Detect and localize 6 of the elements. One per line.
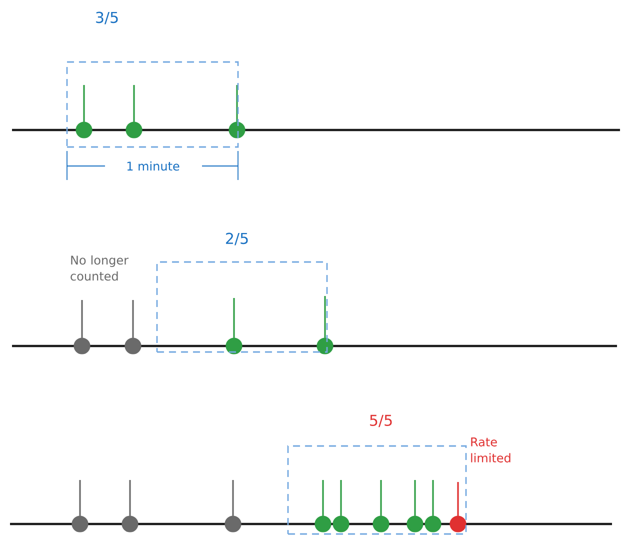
window-box: 2/5: [156, 232, 328, 353]
window-box: 5/5: [287, 414, 467, 535]
window-box: 3/5: [66, 12, 239, 148]
node-label: 5/5: [370, 414, 392, 428]
node-label: 2/5: [226, 232, 248, 246]
node-label: 3/5: [96, 12, 118, 24]
